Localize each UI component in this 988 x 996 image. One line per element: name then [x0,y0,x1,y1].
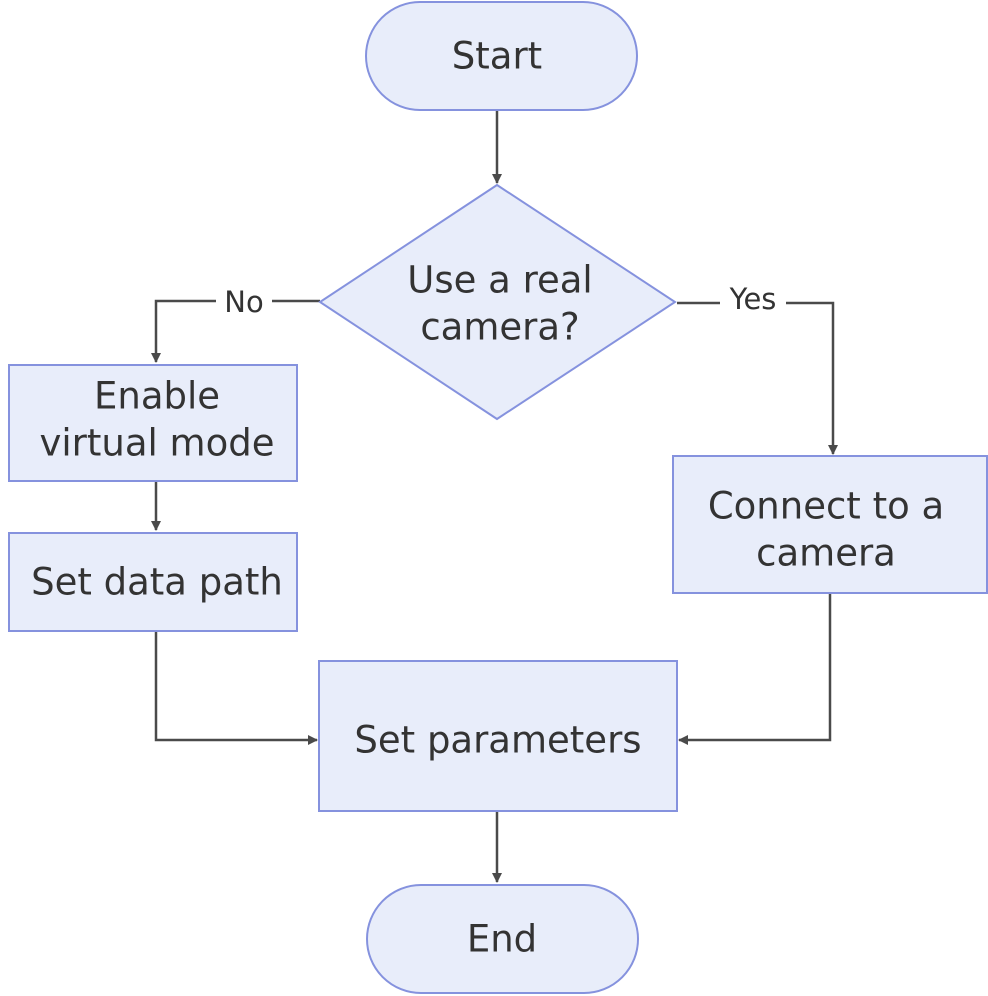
edge-label-no-text: No [224,285,263,319]
decision-node-label-line1: Use a real [407,259,592,302]
start-node: Start [365,1,638,111]
edge-label-no: No [216,284,272,320]
decision-node-label-line2: camera? [420,306,579,349]
edge-label-yes: Yes [720,281,786,317]
enable-virtual-mode-label-line2: virtual mode [40,422,275,465]
decision-node: Use a real camera? [318,183,677,421]
set-parameters-label: Set parameters [354,719,641,762]
edge-label-yes-text: Yes [729,282,777,316]
set-data-path-label: Set data path [31,561,283,604]
connect-camera-label-line1: Connect to a [708,485,944,528]
edge-connect-to-parameters [678,594,832,745]
enable-virtual-mode-node: Enable virtual mode [8,364,298,482]
set-data-path-node: Set data path [8,532,298,632]
connect-camera-node: Connect to a camera [672,455,988,594]
enable-virtual-mode-label-line1: Enable [94,375,220,418]
edge-datapath-to-parameters [154,631,318,745]
connect-camera-label-line2: camera [756,532,896,575]
end-node: End [366,884,639,994]
set-parameters-node: Set parameters [318,660,678,812]
edge-decision-yes-to-connect [677,301,838,455]
end-node-label: End [467,918,537,961]
start-node-label: Start [452,35,542,78]
